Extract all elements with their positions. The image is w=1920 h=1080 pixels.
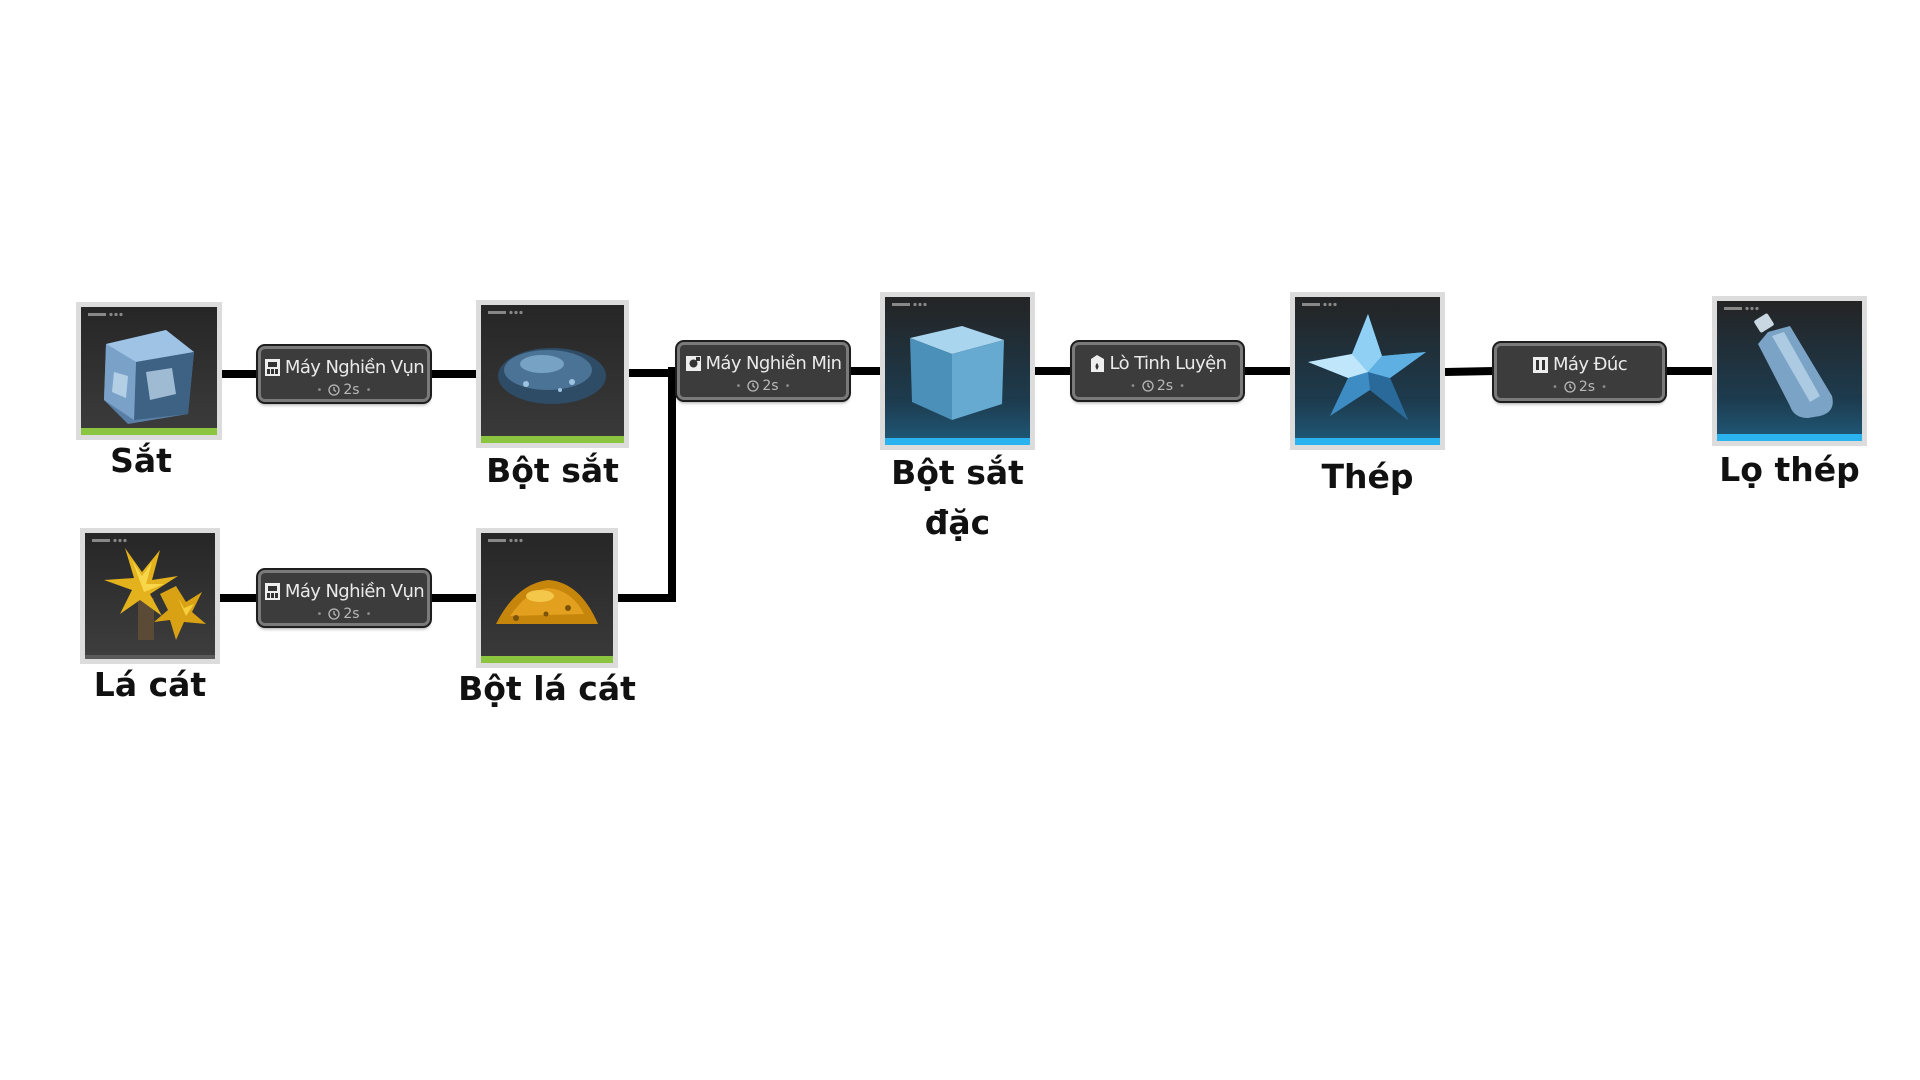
clock-icon <box>1142 380 1154 392</box>
clock-icon <box>328 608 341 620</box>
clock-icon <box>747 380 760 392</box>
item-bot-sat-dac-tile[interactable] <box>880 292 1035 450</box>
dot-icon: • <box>365 608 372 620</box>
steel-crystal-icon <box>1308 314 1426 420</box>
dot-icon: • <box>735 380 742 392</box>
item-sat-label: Sắt <box>110 441 172 480</box>
item-thep-tile[interactable] <box>1290 292 1445 450</box>
item-lo-thep-tile[interactable] <box>1712 296 1867 446</box>
item-la-cat-rarity-bar <box>85 655 215 659</box>
item-lo-thep-label: Lọ thép <box>1719 450 1860 489</box>
machine-crusher-bottom-time: 2s <box>343 606 360 622</box>
refinery-icon <box>1090 354 1104 372</box>
item-bot-la-cat-label: Bột lá cát <box>458 669 636 708</box>
sandleaf-powder-icon <box>496 580 598 624</box>
machine-crusher-top-label: Máy Nghiền Vụn <box>284 356 425 378</box>
dot-icon: • <box>1179 380 1185 392</box>
machine-crusher-bottom-label: Máy Nghiền Vụn <box>284 580 425 602</box>
item-bot-sat-tile[interactable] <box>476 300 629 448</box>
machine-mould-label: Máy Đúc <box>1553 353 1628 375</box>
iron-ore-icon <box>104 330 194 424</box>
machine-refinery[interactable]: Lò Tinh Luyện • 2s • <box>1072 342 1243 400</box>
machine-crusher-top[interactable]: Máy Nghiền Vụn • 2s • <box>258 346 430 402</box>
machine-refinery-label: Lò Tinh Luyện <box>1109 352 1227 374</box>
item-sat-tile[interactable] <box>76 302 222 440</box>
machine-grinder[interactable]: Máy Nghiền Mịn • 2s • <box>677 342 849 400</box>
dot-icon: • <box>1551 381 1558 393</box>
item-lo-thep-rarity-bar <box>1717 434 1862 441</box>
machine-crusher-top-time: 2s <box>343 382 360 398</box>
item-thep-label: Thép <box>1321 457 1414 496</box>
item-bot-sat-dac-label-line1: Bột sắt <box>891 453 1024 492</box>
clock-icon <box>1564 381 1576 393</box>
item-la-cat-label: Lá cát <box>93 665 207 704</box>
clock-icon <box>328 384 341 396</box>
item-bot-sat-dac-rarity-bar <box>885 438 1030 445</box>
sandleaf-icon <box>104 548 206 640</box>
machine-grinder-time: 2s <box>762 378 779 394</box>
item-bot-sat-rarity-bar <box>481 436 624 443</box>
connector-botlacat-merge <box>618 373 676 602</box>
crusher-icon <box>264 582 280 600</box>
item-bot-sat-dac-label-line2: đặc <box>924 503 991 542</box>
dot-icon: • <box>784 380 791 392</box>
iron-powder-icon <box>498 348 606 404</box>
dot-icon: • <box>1601 381 1607 393</box>
item-bot-la-cat-rarity-bar <box>481 656 613 663</box>
connector-botsat-grinder <box>629 367 677 377</box>
steel-bottle-icon <box>1754 313 1833 418</box>
machine-crusher-bottom[interactable]: Máy Nghiền Vụn • 2s • <box>258 570 430 626</box>
dot-icon: • <box>316 608 323 620</box>
machine-mould-time: 2s <box>1578 379 1596 395</box>
item-sat-rarity-bar <box>81 428 217 435</box>
dot-icon: • <box>365 384 372 396</box>
machine-mould[interactable]: Máy Đúc • 2s • <box>1494 343 1665 401</box>
item-bot-la-cat-tile[interactable] <box>476 528 618 668</box>
machine-refinery-time: 2s <box>1156 378 1174 394</box>
dot-icon: • <box>316 384 323 396</box>
item-bot-sat-label: Bột sắt <box>486 451 619 490</box>
crusher-icon <box>264 358 280 376</box>
dense-iron-cube-icon <box>910 326 1004 420</box>
grinder-icon <box>685 355 701 371</box>
connector-thep-mould <box>1444 367 1495 376</box>
item-thep-rarity-bar <box>1295 438 1440 445</box>
dot-icon: • <box>1129 380 1136 392</box>
machine-grinder-label: Máy Nghiền Mịn <box>705 352 843 374</box>
item-la-cat-tile[interactable] <box>80 528 220 664</box>
mould-icon <box>1533 356 1548 373</box>
